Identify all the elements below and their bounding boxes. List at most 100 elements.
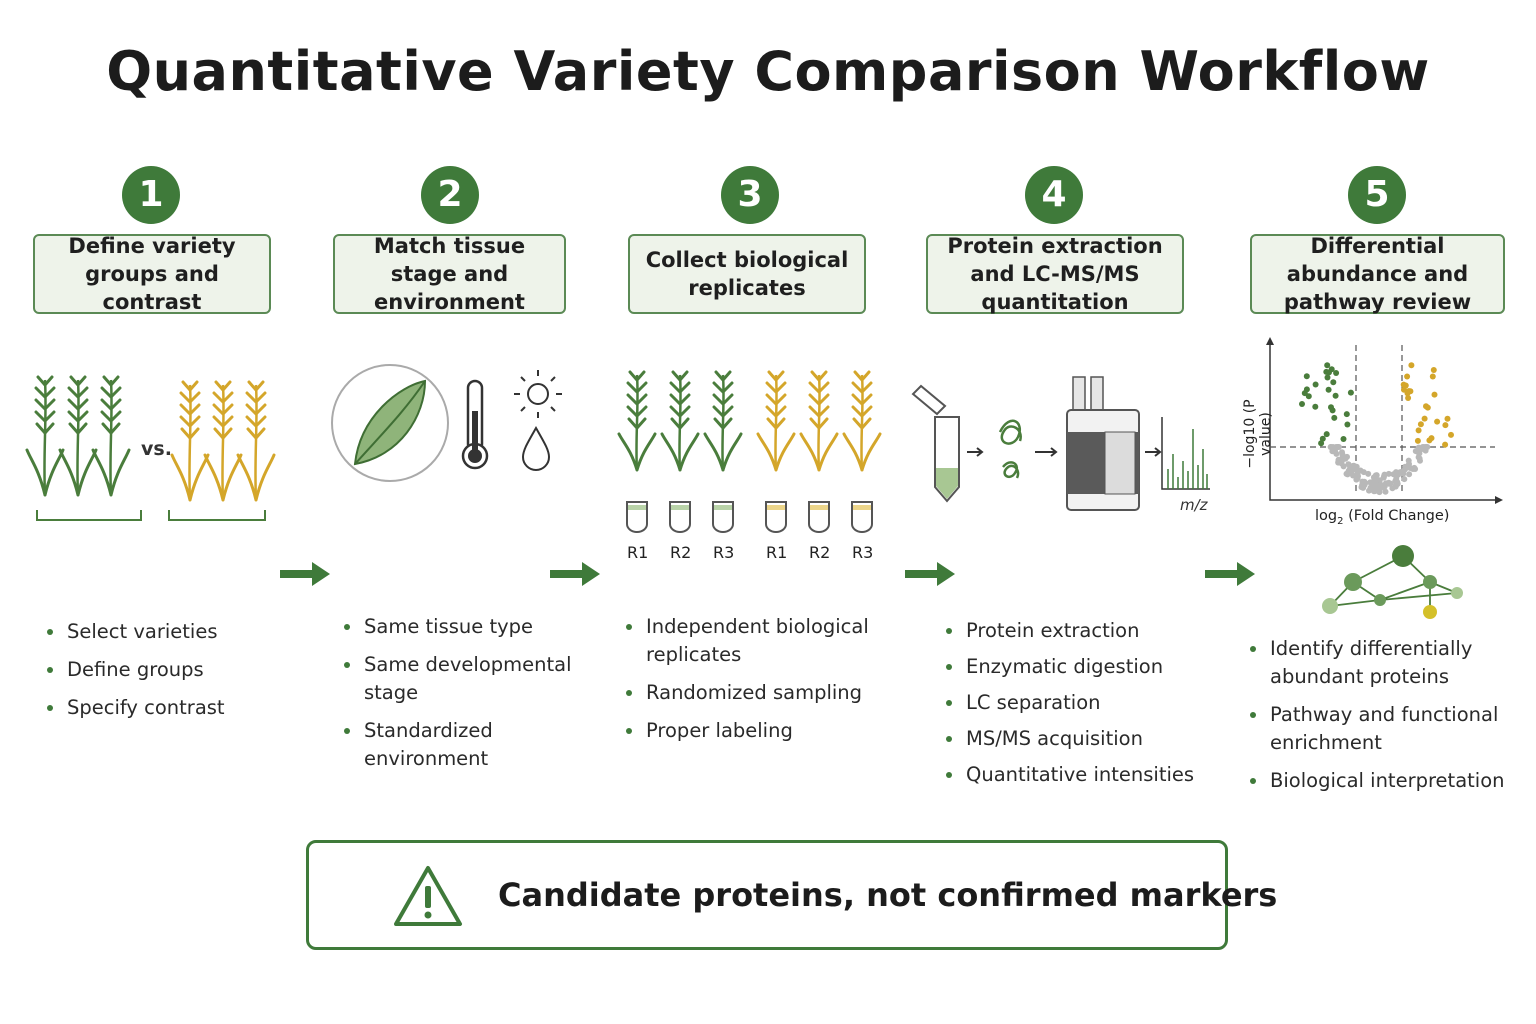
volcano-point — [1347, 389, 1354, 396]
bullet-item: Identify differentially abundant protein… — [1250, 635, 1510, 691]
bullet-item: Biological interpretation — [1250, 767, 1510, 795]
step-3-badge: 3 — [721, 166, 779, 224]
volcano-point — [1330, 379, 1337, 386]
arrow-right-icon — [1205, 562, 1255, 586]
warning-text: Candidate proteins, not confirmed marker… — [498, 876, 1278, 914]
volcano-point — [1444, 415, 1451, 422]
volcano-point — [1303, 386, 1310, 393]
volcano-point — [1333, 444, 1340, 450]
thermometer-icon — [461, 379, 489, 470]
bullet-item: Pathway and functional enrichment — [1250, 701, 1510, 757]
volcano-point — [1386, 480, 1393, 487]
volcano-point — [1312, 403, 1319, 410]
page-title: Quantitative Variety Comparison Workflow — [106, 40, 1430, 103]
volcano-point — [1405, 395, 1412, 401]
bullet-item: Quantitative intensities — [946, 761, 1206, 789]
step-1-plants-illustration — [25, 375, 276, 521]
bullet-item: Specify contrast — [47, 694, 277, 722]
volcano-point — [1340, 463, 1347, 470]
volcano-point — [1417, 421, 1424, 428]
mass-spectrometer-icon — [1066, 376, 1140, 511]
replicate-label: R3 — [713, 543, 735, 562]
volcano-point — [1324, 374, 1331, 381]
volcano-point — [1401, 476, 1408, 483]
bullet-item: LC separation — [946, 689, 1206, 717]
volcano-point — [1429, 373, 1436, 380]
volcano-point — [1415, 427, 1422, 434]
bullet-item: Select varieties — [47, 618, 277, 646]
green-plant-icon — [25, 375, 131, 497]
bullet-item: Define groups — [47, 656, 277, 684]
gold-plant-icon — [170, 380, 276, 502]
volcano-point — [1385, 470, 1392, 477]
replicate-label: R2 — [670, 543, 692, 562]
volcano-point — [1343, 411, 1350, 418]
volcano-point — [1340, 454, 1347, 461]
step-3-bullets: Independent biological replicates Random… — [626, 613, 871, 755]
volcano-point — [1312, 381, 1319, 388]
arrow-right-icon — [550, 562, 600, 586]
volcano-point — [1412, 466, 1419, 472]
volcano-point — [1442, 441, 1449, 448]
volcano-point — [1405, 388, 1412, 395]
volcano-x-label: log2 (Fold Change) — [1315, 508, 1450, 527]
leaf-icon — [353, 379, 427, 466]
volcano-point — [1333, 370, 1340, 376]
tube-icon — [911, 384, 960, 503]
volcano-point — [1324, 362, 1331, 369]
volcano-point — [1354, 471, 1361, 478]
step-1-bullets: Select varieties Define groups Specify c… — [47, 618, 277, 732]
volcano-point — [1406, 461, 1412, 467]
step-4-bullets: Protein extraction Enzymatic digestion L… — [946, 617, 1206, 797]
step-1-box: Define variety groups and contrast — [33, 234, 271, 314]
bullet-item: Independent biological replicates — [626, 613, 871, 669]
replicate-label: R1 — [627, 543, 649, 562]
volcano-point — [1406, 471, 1413, 478]
volcano-point — [1400, 470, 1407, 477]
volcano-point — [1390, 471, 1397, 478]
step-4-box: Protein extraction and LC-MS/MS quantita… — [926, 234, 1184, 314]
bullet-item: MS/MS acquisition — [946, 725, 1206, 753]
volcano-point — [1375, 485, 1382, 492]
step-2-bullets: Same tissue type Same developmental stag… — [344, 613, 574, 783]
vs-label: vs. — [141, 438, 172, 460]
replicate-label: R3 — [852, 543, 874, 562]
volcano-point — [1414, 437, 1421, 444]
network-icon — [1322, 545, 1463, 619]
volcano-point — [1345, 461, 1352, 468]
step-5-box: Differential abundance and pathway revie… — [1250, 234, 1505, 314]
volcano-point — [1365, 470, 1372, 477]
step-2-box: Match tissue stage and environment — [333, 234, 566, 314]
volcano-point — [1404, 373, 1411, 380]
volcano-point — [1430, 367, 1437, 373]
volcano-point — [1303, 373, 1310, 380]
arrow-right-icon — [280, 562, 330, 586]
volcano-point — [1416, 450, 1423, 457]
step-1-badge: 1 — [122, 166, 180, 224]
volcano-point — [1323, 431, 1330, 438]
warning-icon — [394, 866, 462, 926]
volcano-point — [1423, 444, 1430, 450]
volcano-point — [1328, 404, 1334, 411]
water-drop-icon — [521, 425, 551, 471]
step-5-bullets: Identify differentially abundant protein… — [1250, 635, 1510, 805]
volcano-point — [1366, 487, 1372, 494]
volcano-point — [1335, 456, 1342, 463]
tube-icon — [626, 501, 873, 533]
warning-banner — [306, 840, 1228, 950]
volcano-point — [1426, 437, 1433, 444]
volcano-point — [1331, 414, 1338, 421]
bullet-item: Same developmental stage — [344, 651, 574, 707]
volcano-plot-icon — [1266, 337, 1503, 504]
step-2-illustration — [331, 364, 562, 482]
bullet-item: Proper labeling — [626, 717, 871, 745]
bullet-item: Protein extraction — [946, 617, 1206, 645]
sun-icon — [514, 370, 562, 418]
volcano-point — [1448, 431, 1454, 438]
volcano-point — [1344, 421, 1351, 428]
volcano-point — [1380, 484, 1387, 491]
spectrum-icon — [1161, 417, 1210, 490]
replicate-label: R2 — [809, 543, 831, 562]
step-4-badge: 4 — [1025, 166, 1083, 224]
step-2-badge: 2 — [421, 166, 479, 224]
